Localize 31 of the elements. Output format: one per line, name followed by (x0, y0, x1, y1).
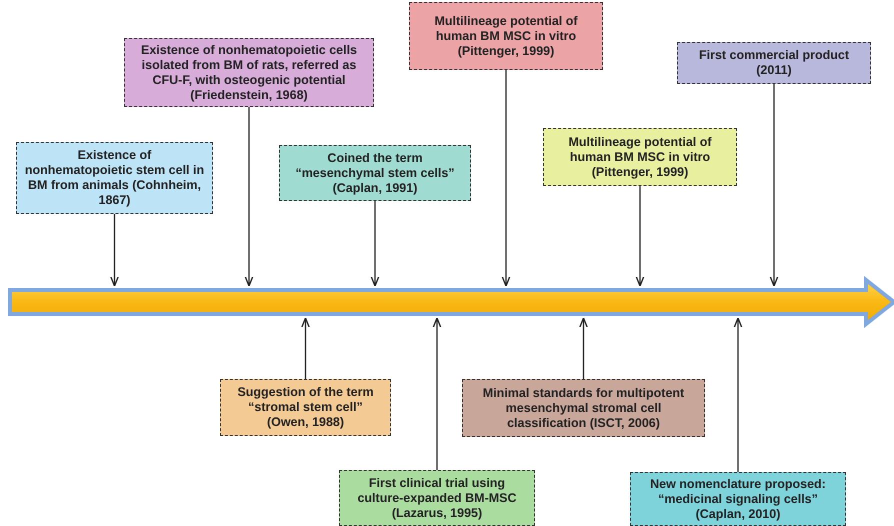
arrow (244, 107, 254, 287)
event-text: New nomenclature proposed: “medicinal signaling cells” (Caplan, 2010) (649, 476, 827, 522)
event-box (220, 379, 391, 436)
event-text: Coined the term “mesenchymal stem cells” (Caplan, 1991) (294, 150, 456, 196)
arrow (502, 70, 510, 287)
event-text: Multilineage potential of human BM MSC in vitro (Pittenger, 1999) (567, 134, 713, 180)
event-text: Suggestion of the term “stromal stem cell” (Owen, 1988) (236, 385, 375, 430)
event-box (339, 470, 535, 526)
event-text: First commercial product (2011) (698, 48, 850, 78)
event-text: Multilineage potential of human BM MSC in vitro (Pittenger, 1999) (433, 14, 579, 58)
arrow (301, 317, 310, 379)
event-text: Existence of nonhematopoietic stem cell in BM from animals (Cohnheim, 1867) (24, 148, 206, 208)
arrow (110, 214, 119, 287)
arrow (579, 317, 588, 379)
arrow (770, 84, 778, 287)
arrow (432, 317, 442, 470)
arrow (636, 186, 644, 287)
event-box (279, 145, 471, 201)
event-box (543, 128, 737, 186)
event-box (630, 472, 846, 526)
event-box (409, 2, 603, 70)
event-box (677, 42, 871, 84)
arrow (734, 317, 742, 472)
event-box (124, 38, 374, 107)
event-text: Minimal standards for multipotent mesenchymal stromal cell classification (ISCT, 2006) (482, 386, 686, 430)
arrow (370, 201, 380, 287)
event-box (16, 142, 213, 214)
event-box (462, 379, 705, 437)
timeline-arrow (8, 276, 894, 328)
event-text: First clinical trial using culture-expanded BM-MSC (Lazarus, 1995) (356, 476, 518, 520)
event-text: Existence of nonhematopoietic cells isolated from BM of rats, referred as CFU-F, with osteogenic potential (Friedenstein, 1968) (140, 42, 358, 102)
